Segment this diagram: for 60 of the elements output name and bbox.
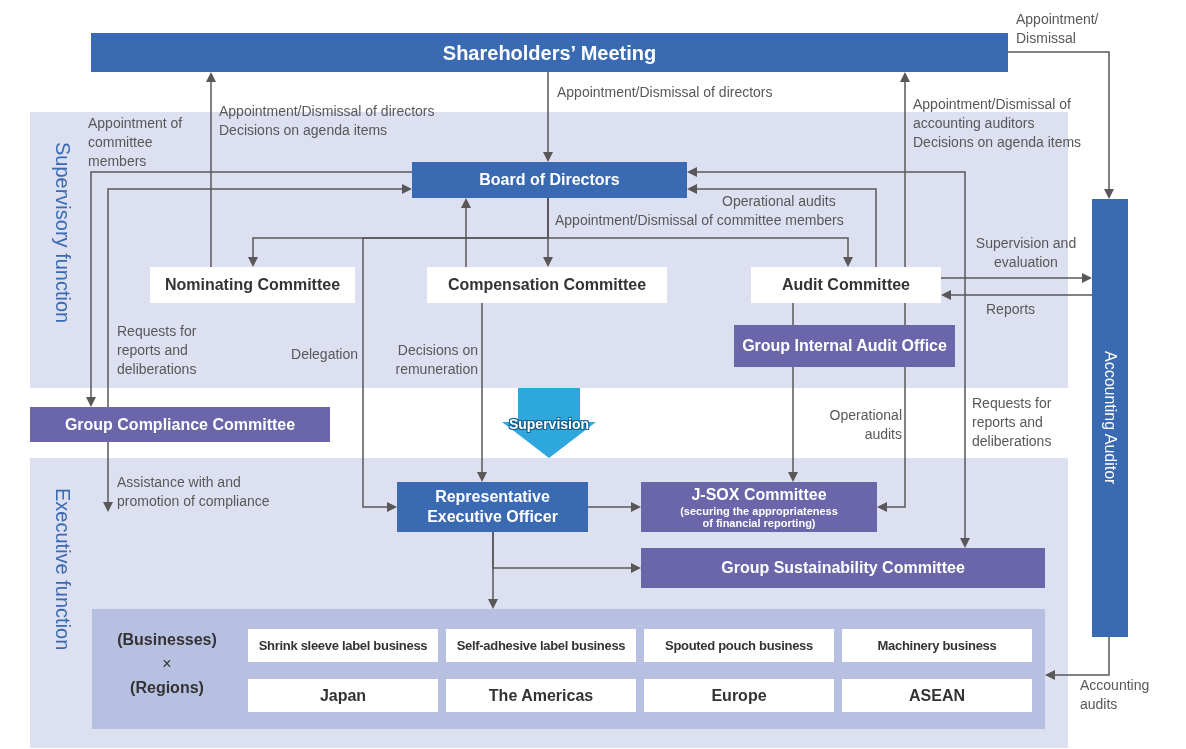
edge-label: Appointment/Dismissal of directors Decisions on agenda items: [219, 102, 436, 140]
business-region-panel: [92, 609, 1045, 729]
edge-label: Appointment/Dismissal of accounting auditors Decisions on agenda items: [913, 95, 1083, 152]
committee-box: Audit Committee: [751, 267, 941, 303]
edge-label: Reports: [986, 300, 1037, 319]
edge-label: Accounting audits: [1080, 676, 1151, 714]
edge-label: Appointment/ Dismissal: [1016, 10, 1100, 48]
edge-label: Operational audits: [828, 406, 902, 444]
edge-label: Appointment/Dismissal of directors: [557, 83, 774, 102]
committee-box: Group Internal Audit Office: [734, 325, 955, 367]
committee-box: Group Compliance Committee: [30, 407, 330, 442]
arrow: [1007, 51, 1114, 199]
arrow: [488, 531, 498, 609]
arrow: [941, 290, 1093, 300]
arrow: [103, 441, 113, 512]
business-cell: Shrink sleeve label business: [248, 629, 438, 662]
edge-label: Assistance with and promotion of compliance: [117, 473, 271, 511]
edge-label: Requests for reports and deliberations: [117, 322, 198, 379]
business-cell: Self-adhesive label business: [446, 629, 636, 662]
arrow: [587, 502, 641, 512]
edge-label: Requests for reports and deliberations: [972, 394, 1053, 451]
edge-label: Supervision and evaluation: [974, 234, 1078, 272]
committee-box: Compensation Committee: [427, 267, 667, 303]
band-title: Executive function: [51, 488, 75, 651]
committee-box: Nominating Committee: [150, 267, 355, 303]
committee-box: Group Sustainability Committee: [641, 548, 1045, 588]
arrow: [543, 71, 553, 162]
business-cell: Machinery business: [842, 629, 1032, 662]
arrow: [940, 273, 1092, 283]
times-sign: ×: [162, 654, 172, 674]
region-cell: ASEAN: [842, 679, 1032, 712]
block-arrow: [502, 388, 596, 458]
arrow: [687, 184, 877, 268]
organ-box: Representative Executive Officer: [397, 482, 588, 532]
edge-label: Appointment/Dismissal of committee members: [555, 211, 845, 230]
arrow: [877, 366, 906, 512]
arrow: [477, 302, 487, 482]
auditor-bar: Accounting Auditor: [1092, 199, 1128, 637]
region-cell: The Americas: [446, 679, 636, 712]
committee-box: J-SOX Committee (securing the appropriateness of financial reporting): [641, 482, 877, 532]
arrow: [687, 167, 970, 548]
band-title: Supervisory function: [51, 142, 75, 324]
edge-label: Operational audits: [722, 192, 837, 211]
edge-label: Supervision: [507, 415, 591, 434]
axis-label: (Businesses): [117, 630, 217, 650]
organ-box: Board of Directors: [412, 162, 687, 198]
business-cell: Spouted pouch business: [644, 629, 834, 662]
meeting-box: Shareholders’ Meeting: [91, 33, 1008, 72]
arrow: [1045, 636, 1110, 680]
region-cell: Europe: [644, 679, 834, 712]
arrow: [206, 72, 216, 268]
edge-label: Decisions on remuneration: [394, 341, 478, 379]
arrow: [788, 366, 798, 482]
arrow: [461, 198, 471, 268]
axis-label: (Regions): [130, 678, 204, 698]
edge-label: Delegation: [290, 345, 358, 364]
arrow: [900, 72, 910, 268]
region-cell: Japan: [248, 679, 438, 712]
function-band: [30, 458, 1068, 748]
edge-label: Appointment of committee members: [88, 114, 184, 171]
